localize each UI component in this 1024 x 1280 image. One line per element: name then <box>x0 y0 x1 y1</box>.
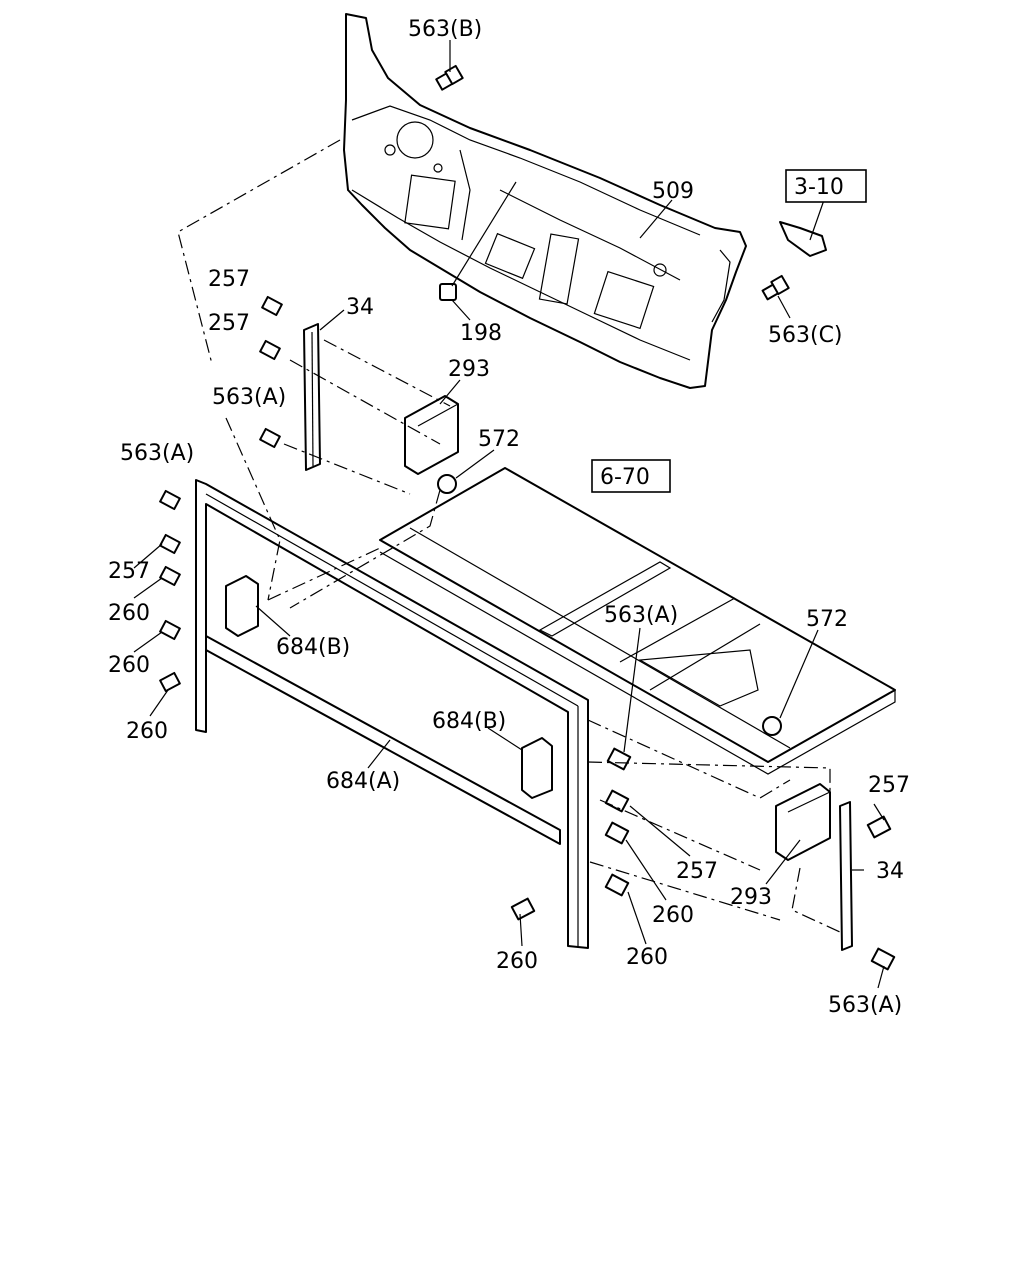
nut-572-upper <box>437 474 457 494</box>
callout-34-left: 34 <box>346 295 374 320</box>
bolt-260-mid <box>604 821 630 845</box>
bolt-563a-upper <box>259 427 281 449</box>
bolt-563a-right <box>870 947 896 971</box>
callout-572-upper: 572 <box>478 427 520 452</box>
callout-563a-mid: 563(A) <box>604 603 678 628</box>
callout-260-l1: 260 <box>108 601 150 626</box>
bracket-293-left <box>404 395 459 475</box>
callout-572-lower: 572 <box>806 607 848 632</box>
bolt-257-a <box>261 295 283 317</box>
leader-lines <box>133 40 885 989</box>
bolt-260-l2 <box>159 619 181 641</box>
callout-257-right: 257 <box>868 773 910 798</box>
callout-257-mid: 257 <box>676 859 718 884</box>
callout-257-left: 257 <box>108 559 150 584</box>
ref-box-3-10 <box>785 169 867 203</box>
callout-3-10: 3-10 <box>794 175 844 200</box>
upright-34-left <box>303 323 321 471</box>
callout-563c: 563(C) <box>768 323 843 348</box>
callout-684b-right: 684(B) <box>432 709 506 734</box>
callout-257-top2: 257 <box>208 311 250 336</box>
bolt-257-mid <box>604 789 630 813</box>
callout-684b-left: 684(B) <box>276 635 350 660</box>
bolt-260-l3 <box>159 671 181 693</box>
rail-684a <box>205 635 561 845</box>
nut-572-lower <box>762 716 782 736</box>
bracket-293-right <box>775 783 831 861</box>
bolt-257-b <box>259 339 281 361</box>
callout-260-l2: 260 <box>108 653 150 678</box>
center-lines <box>177 139 841 933</box>
callout-563a-upper: 563(A) <box>212 385 286 410</box>
bolt-563a-mid <box>606 747 632 771</box>
nut-198 <box>439 283 457 301</box>
callout-260-mid2: 260 <box>626 945 668 970</box>
callout-509: 509 <box>652 179 694 204</box>
clip-ref-3-10 <box>779 221 827 257</box>
bolt-257-left <box>159 533 181 555</box>
ref-box-6-70 <box>591 459 671 493</box>
callout-293-right: 293 <box>730 885 772 910</box>
callout-684a: 684(A) <box>326 769 400 794</box>
callout-563a-right: 563(A) <box>828 993 902 1018</box>
callout-260-bottom: 260 <box>496 949 538 974</box>
upright-34-right <box>839 801 853 951</box>
bolt-260-mid2 <box>604 873 630 897</box>
callout-34-right: 34 <box>876 859 904 884</box>
callout-6-70: 6-70 <box>600 465 650 490</box>
bracket-684b-left <box>225 575 259 637</box>
bolt-563a-left <box>159 489 181 511</box>
bolt-260-bottom <box>510 897 536 921</box>
floor-frame-6-70 <box>379 467 896 775</box>
callout-260-l3: 260 <box>126 719 168 744</box>
callout-257-top1: 257 <box>208 267 250 292</box>
callout-293-left: 293 <box>448 357 490 382</box>
bracket-684b-right <box>521 737 553 799</box>
bolt-563c <box>761 274 790 301</box>
callout-563b: 563(B) <box>408 17 482 42</box>
callout-563a-left: 563(A) <box>120 441 194 466</box>
callout-260-mid: 260 <box>652 903 694 928</box>
main-frame <box>195 479 589 949</box>
dash-panel-509 <box>343 13 747 389</box>
bolt-260-l1 <box>159 565 181 587</box>
callout-198: 198 <box>460 321 502 346</box>
bolt-257-right <box>866 815 892 839</box>
